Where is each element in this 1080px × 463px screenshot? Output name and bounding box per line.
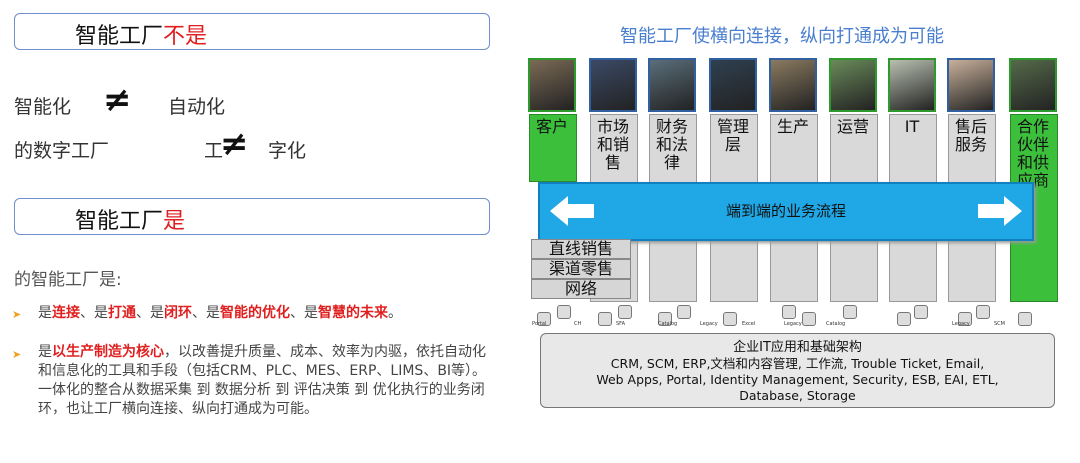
bullet-1: 是连接、是打通、是闭环、是智能的优化、是智慧的未来。 bbox=[38, 304, 508, 323]
infra-title: 企业IT应用和基础架构 bbox=[733, 340, 862, 355]
bullet-1-seg: 、是 bbox=[80, 305, 108, 321]
bullet-2: 是以生产制造为核心，以改善提升质量、成本、效率为内驱，依托自动化和信息化的工具和… bbox=[38, 344, 487, 417]
database-icon bbox=[782, 305, 796, 319]
sub-item-direct-sales: 直线销售 bbox=[531, 239, 631, 259]
intro-text: 的智能工厂是: bbox=[14, 270, 122, 290]
database-icon bbox=[557, 305, 571, 319]
not-box: 智能工厂不是 bbox=[14, 13, 490, 50]
database-icon bbox=[914, 305, 928, 319]
column-photo bbox=[648, 58, 696, 112]
database-icon bbox=[723, 312, 737, 326]
column-label: 客户 bbox=[535, 117, 568, 136]
column-photo bbox=[709, 58, 757, 112]
sub-item-channel-retail: 渠道零售 bbox=[531, 259, 631, 279]
database-icon bbox=[537, 312, 551, 326]
diagram-title: 智能工厂使横向连接，纵向打通成为可能 bbox=[620, 26, 944, 47]
sub-item-network: 网络 bbox=[531, 279, 631, 299]
database-label: Catalog bbox=[826, 321, 846, 327]
row2-right-b: 字化 bbox=[268, 140, 307, 162]
bullet-arrow-icon: ➤ bbox=[12, 308, 22, 321]
row1-left: 智能化 bbox=[14, 96, 72, 118]
column-label: 运营 bbox=[836, 117, 869, 136]
column-label: 管理 层 bbox=[716, 117, 749, 154]
column-photo bbox=[769, 58, 817, 112]
infra-line-3: Database, Storage bbox=[739, 388, 856, 403]
bullet-1-seg: 智慧的未来 bbox=[318, 305, 388, 321]
is-box-title: 智能工厂是 bbox=[75, 209, 186, 234]
database-icon bbox=[658, 312, 672, 326]
database-icon bbox=[976, 305, 990, 319]
column-label: 售后 服务 bbox=[954, 117, 987, 154]
bullet-1-seg: 、是 bbox=[290, 305, 318, 321]
bullet-1-seg: 闭环 bbox=[164, 305, 192, 321]
column-label: 生产 bbox=[776, 117, 809, 136]
database-icon bbox=[802, 312, 816, 326]
database-icon bbox=[843, 305, 857, 319]
column-photo bbox=[829, 58, 877, 112]
bullet-1-seg: 是 bbox=[38, 305, 52, 321]
database-label: SCM bbox=[994, 321, 1005, 327]
database-label: Portal bbox=[532, 321, 547, 327]
database-label: CH bbox=[574, 321, 582, 327]
database-label: Legacy bbox=[700, 321, 718, 327]
column-photo bbox=[1009, 58, 1057, 112]
infra-line-2: Web Apps, Portal, Identity Management, S… bbox=[596, 372, 999, 387]
column-photo bbox=[589, 58, 637, 112]
database-label: SFA bbox=[616, 321, 626, 327]
bullet-1-seg: 、是 bbox=[192, 305, 220, 321]
not-box-title: 智能工厂不是 bbox=[75, 24, 208, 49]
database-label: Catalog bbox=[658, 321, 678, 327]
process-band-label: 端到端的业务流程 bbox=[725, 202, 846, 220]
row2-left: 的数字工厂 bbox=[14, 140, 110, 162]
right-arrow-icon bbox=[978, 196, 1022, 226]
database-label: Legacy bbox=[952, 321, 970, 327]
infra-line-1: CRM, SCM, ERP,文档和内容管理, 工作流, Trouble Tick… bbox=[610, 356, 985, 371]
not-equal-icon-2: ≠ bbox=[220, 124, 249, 164]
row1-right: 自动化 bbox=[168, 96, 226, 118]
database-icon bbox=[958, 312, 972, 326]
left-arrow-icon bbox=[550, 196, 594, 226]
process-band: 端到端的业务流程 bbox=[538, 182, 1034, 241]
row2-right-a: 工 bbox=[204, 140, 224, 162]
column-label: 合作 伙伴 和供 应商 bbox=[1016, 117, 1049, 190]
bullet-1-seg: 。 bbox=[388, 305, 402, 321]
bullet-arrow-icon-2: ➤ bbox=[12, 348, 22, 361]
bullet-1-seg: 、是 bbox=[136, 305, 164, 321]
bullet-1-seg: 连接 bbox=[52, 305, 80, 321]
column-photo bbox=[528, 58, 576, 112]
column-label: 财务 和法 律 bbox=[655, 117, 688, 172]
column-bar bbox=[529, 114, 577, 182]
database-icon bbox=[1018, 312, 1032, 326]
column-label: IT bbox=[904, 117, 920, 136]
database-icon bbox=[598, 312, 612, 326]
bullet-1-seg: 智能的优化 bbox=[220, 305, 290, 321]
database-label: Legacy bbox=[784, 321, 802, 327]
column-photo bbox=[888, 58, 936, 112]
not-equal-icon: ≠ bbox=[103, 80, 132, 120]
database-icon bbox=[677, 305, 691, 319]
is-box: 智能工厂是 bbox=[14, 198, 490, 235]
database-icon bbox=[618, 305, 632, 319]
database-icon bbox=[897, 312, 911, 326]
column-label: 市场 和销 售 bbox=[596, 117, 629, 172]
column-photo bbox=[947, 58, 995, 112]
bullet-1-seg: 打通 bbox=[108, 305, 136, 321]
database-label: Excel bbox=[742, 321, 756, 327]
infrastructure-box: 企业IT应用和基础架构 CRM, SCM, ERP,文档和内容管理, 工作流, … bbox=[540, 333, 1055, 408]
